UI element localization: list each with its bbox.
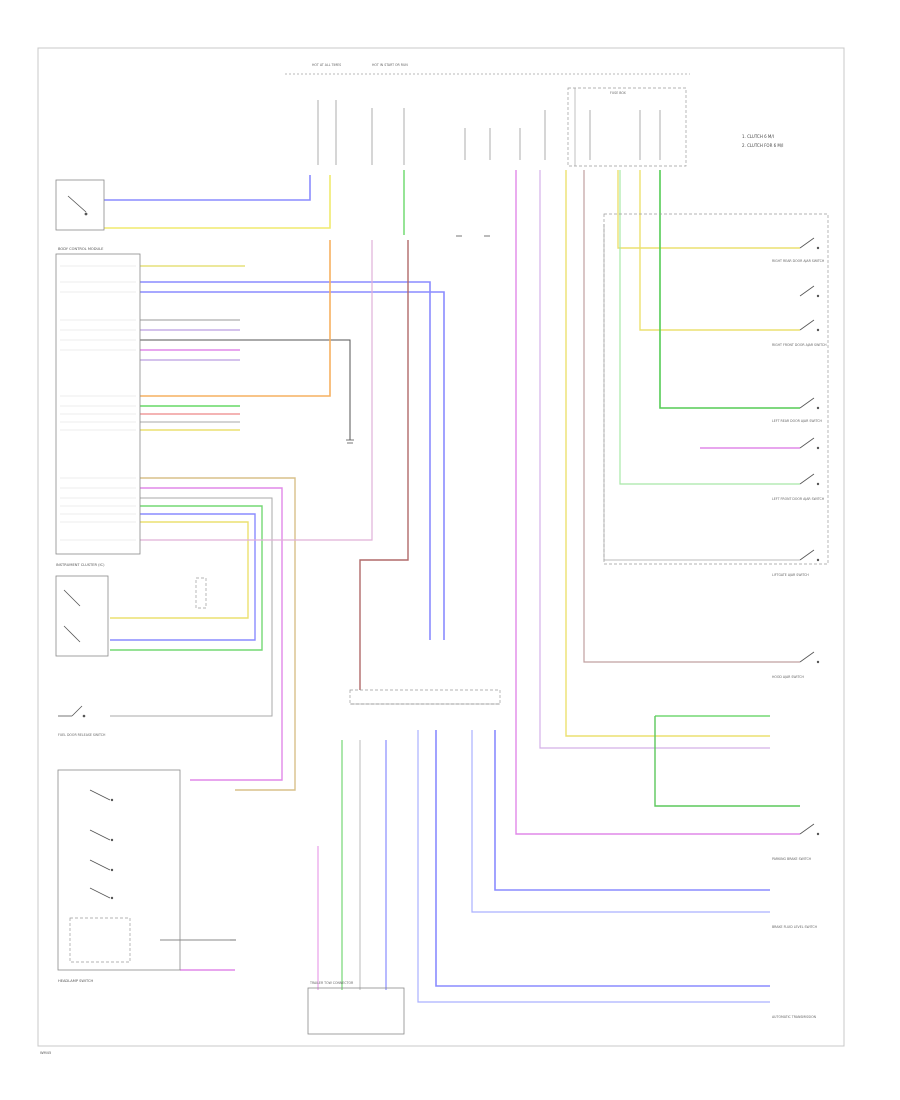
switch-label-3: LEFT REAR DOOR AJAR SWITCH [772, 419, 822, 423]
wire-ic-green [110, 505, 263, 651]
footer-code: WM45 [40, 1051, 51, 1055]
top-left-switch [55, 179, 105, 231]
wire-right-green [659, 170, 800, 409]
headlamp-switch-box [57, 769, 181, 971]
trailer-label: TRAILER TOW CONNECTOR [309, 981, 354, 985]
wire-blue-bcm-2 [140, 291, 445, 640]
br-label-3: AUTOMATIC TRANSMISSION [772, 1015, 817, 1019]
diagram-frame [37, 47, 845, 1047]
switch-label-6: HOOD AJAR SWITCH [772, 675, 804, 679]
wire-brown-vertical [359, 240, 409, 690]
fuel-door-switch [58, 705, 86, 718]
wire-black-bcm [140, 339, 351, 440]
switch-lr-door [799, 319, 820, 332]
wire-ic-grey [110, 497, 273, 717]
br-label-2: BRAKE FLUID LEVEL SWITCH [772, 925, 818, 929]
switch-liftgate [799, 437, 820, 450]
fuse-stubs [317, 100, 661, 165]
wire-right-green-3 [654, 716, 800, 807]
fuse-box-columns [567, 87, 687, 167]
legend-item-2: 2. CLUTCH FOR 6 M/I [742, 143, 783, 148]
br-label-1: PARKING BRAKE SWITCH [772, 857, 812, 861]
legend-item-1: 1. CLUTCH 6 M/I [742, 134, 774, 139]
switch-label-1: RIGHT REAR DOOR AJAR SWITCH [772, 259, 825, 263]
door-switch-group [603, 213, 829, 836]
wire-right-grey [603, 224, 800, 561]
wire-right-blue-2 [471, 730, 770, 913]
wire-right-pink [515, 170, 800, 835]
ic-label: INSTRUMENT CLUSTER (IC) [56, 563, 105, 567]
switch-rf-door [799, 285, 820, 298]
wire-right-lightgreen [619, 170, 800, 485]
wire-orange-bcm [140, 240, 331, 397]
wire-ic-tan-1 [140, 477, 296, 791]
top-label-1: HOT AT ALL TIMES [312, 63, 341, 67]
wire-right-blue-3 [435, 730, 770, 987]
wire-right-blue-4 [417, 730, 770, 1003]
bcm-label: BODY CONTROL MODULE [58, 247, 104, 251]
headlamp-switch-label: HEADLAMP SWITCH [58, 979, 94, 983]
fuel-door-label: FUEL DOOR RELEASE SWITCH [58, 733, 106, 737]
wire-ic-magenta [140, 487, 283, 781]
switch-rr-door [799, 237, 820, 250]
top-label-2: HOT IN START OR RUN [372, 63, 408, 67]
wire-right-yellow-1 [617, 170, 800, 249]
wire-yellow-top [104, 175, 331, 229]
top-label-3: FUSE BOX [610, 91, 627, 95]
wire-ic-yellow [110, 521, 249, 619]
trailer-tow-connector [307, 987, 405, 1035]
switch-label-2: RIGHT FRONT DOOR AJAR SWITCH [772, 343, 827, 347]
wire-ic-blue [110, 513, 256, 641]
ground-symbols [230, 235, 490, 941]
switch-label-4: LEFT FRONT DOOR AJAR SWITCH [772, 497, 825, 501]
wire-right-tan [583, 170, 800, 663]
switch-lower [799, 549, 820, 836]
switch-label-5: LIFTGATE AJAR SWITCH [772, 573, 809, 577]
wire-right-yellow-2 [639, 170, 800, 331]
fuel-sender [55, 575, 109, 657]
switch-lf-door [799, 397, 820, 410]
headlamp-switch-contacts [69, 789, 131, 963]
bcm-pin-labels [60, 265, 136, 541]
wire-right-yellow-3 [565, 170, 770, 737]
wire-ic-pink [140, 240, 373, 541]
ic-sub-connector [195, 577, 207, 609]
wire-right-blue-1 [494, 730, 770, 891]
splice-block [349, 689, 501, 705]
wire-blue-bcm-1 [140, 281, 431, 640]
wire-blue-top [104, 175, 311, 201]
body-control-module [55, 253, 141, 555]
switch-hood [799, 473, 820, 486]
wire-right-lilac [539, 170, 770, 749]
